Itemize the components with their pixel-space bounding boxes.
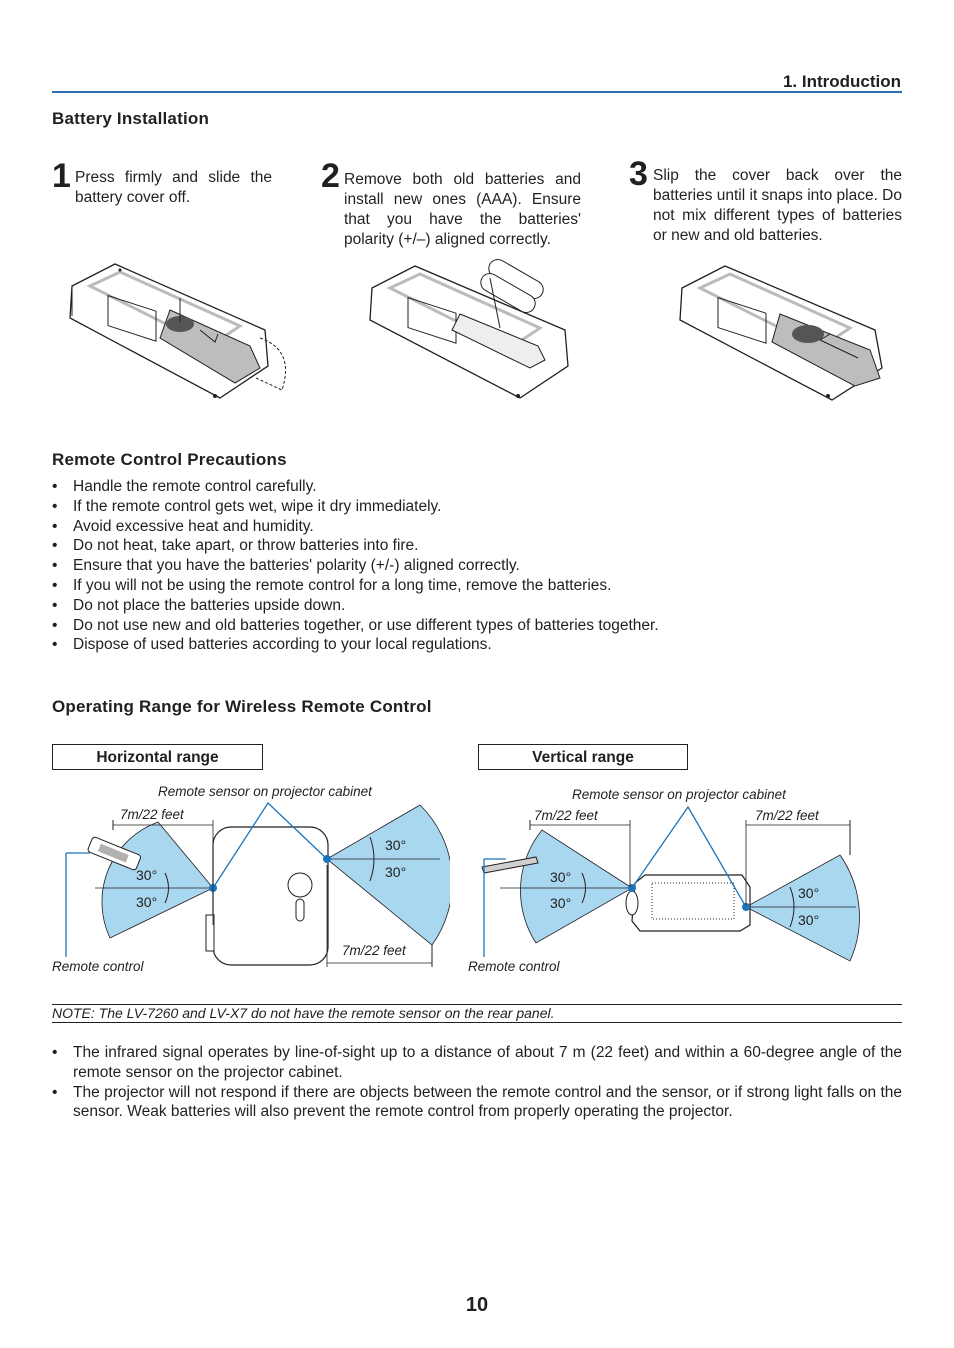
battery-section-title: Battery Installation	[52, 109, 210, 128]
note: NOTE: The LV-7260 and LV-X7 do not have …	[52, 1004, 902, 1023]
list-item: •Do not use new and old batteries togeth…	[52, 616, 659, 634]
list-item: •Avoid excessive heat and humidity.	[52, 517, 314, 535]
list-item: •If you will not be using the remote con…	[52, 576, 612, 594]
remote-caption: Remote control	[468, 959, 561, 974]
horizontal-range-diagram: Remote sensor on projector cabinet 7m/22…	[52, 784, 450, 974]
header-rule	[52, 91, 902, 93]
precautions-list: •Handle the remote control carefully. •I…	[52, 477, 902, 655]
list-item: •Do not heat, take apart, or throw batte…	[52, 537, 419, 555]
list-item: •Ensure that you have the batteries' pol…	[52, 557, 520, 575]
remote-illustration-1	[69, 263, 286, 399]
projector-top-view	[212, 826, 329, 966]
sensor-beam	[745, 854, 860, 962]
list-item: •Dispose of used batteries according to …	[52, 636, 492, 654]
angle-label: 30°	[385, 864, 406, 880]
step-text: Remove both old batteries and install ne…	[344, 171, 581, 248]
vertical-range-diagram: Remote sensor on projector cabinet 7m/22…	[468, 787, 860, 974]
angle-label: 30°	[385, 837, 406, 853]
distance-label: 7m/22 feet	[755, 808, 820, 823]
distance-label: 7m/22 feet	[342, 943, 407, 958]
step-number: 2	[321, 157, 340, 195]
vertical-range-label: Vertical range	[478, 744, 688, 770]
horizontal-range-label: Horizontal range	[52, 744, 263, 770]
angle-label: 30°	[550, 895, 571, 911]
angle-label: 30°	[136, 867, 157, 883]
step-text: Press firmly and slide the battery cover…	[75, 169, 272, 206]
sensor-dot	[742, 903, 750, 911]
step-number: 1	[52, 157, 71, 195]
list-item: •The infrared signal operates by line-of…	[52, 1044, 902, 1081]
distance-label: 7m/22 feet	[534, 808, 599, 823]
section-header: 1. Introduction	[782, 72, 901, 91]
sensor-caption: Remote sensor on projector cabinet	[158, 784, 373, 799]
list-item: •If the remote control gets wet, wipe it…	[52, 497, 442, 515]
angle-label: 30°	[798, 885, 819, 901]
step-text: Slip the cover back over the batteries u…	[653, 167, 902, 244]
remote-beam	[101, 821, 214, 939]
sensor-dot	[628, 884, 636, 892]
angle-label: 30°	[136, 894, 157, 910]
projector-side-view	[631, 874, 751, 932]
remote-illustration-2	[369, 259, 569, 399]
list-item: •The projector will not respond if there…	[52, 1083, 902, 1121]
sensor-dot	[323, 855, 331, 863]
list-item: •Do not place the batteries upside down.	[52, 596, 346, 614]
remote-caption: Remote control	[52, 959, 145, 974]
step-number: 3	[629, 155, 648, 193]
range-section-title: Operating Range for Wireless Remote Cont…	[52, 697, 432, 716]
sensor-caption: Remote sensor on projector cabinet	[572, 787, 787, 802]
angle-label: 30°	[798, 912, 819, 928]
sensor-beam	[326, 804, 450, 946]
page-number: 10	[465, 1294, 489, 1316]
info-list: •The infrared signal operates by line-of…	[52, 1043, 902, 1122]
list-item: •Handle the remote control carefully.	[52, 478, 317, 495]
angle-label: 30°	[550, 869, 571, 885]
distance-label: 7m/22 feet	[120, 807, 185, 822]
remote-beam	[520, 829, 633, 944]
remote-illustration-3	[679, 265, 883, 401]
precautions-section-title: Remote Control Precautions	[52, 450, 287, 469]
